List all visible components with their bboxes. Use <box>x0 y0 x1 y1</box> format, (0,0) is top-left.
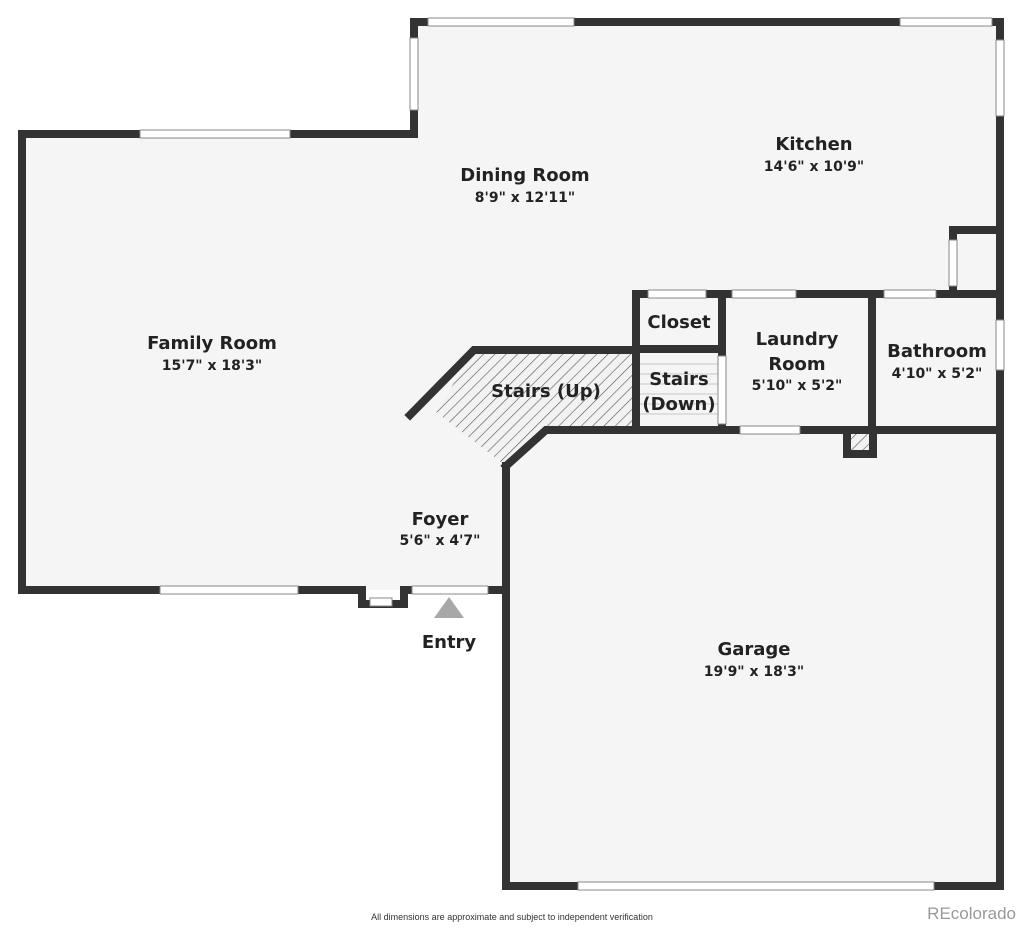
stairs-up-name: Stairs (Up) <box>491 381 601 402</box>
foyer-dim: 5'6" x 4'7" <box>400 533 481 549</box>
window-laundry-top <box>731 289 797 299</box>
window-kitchen-east <box>995 39 1005 117</box>
entry-label: Entry <box>422 632 477 653</box>
window-bath-top <box>883 289 937 299</box>
window-nook-west <box>948 239 958 287</box>
window-dining-north <box>139 129 291 139</box>
stairs-down-line2: (Down) <box>642 394 715 415</box>
garage-floor <box>506 430 1000 886</box>
window-family-south <box>159 585 299 595</box>
entry-door-opening <box>411 585 489 595</box>
family-room-name: Family Room <box>147 333 277 354</box>
laundry-name-line1: Laundry <box>756 329 839 350</box>
stairs-down-line1: Stairs <box>649 369 708 390</box>
window-bath-east <box>995 319 1005 371</box>
windows <box>139 17 1005 891</box>
foyer-name: Foyer <box>412 509 469 530</box>
dining-room-name: Dining Room <box>460 165 589 186</box>
garage-post <box>843 426 877 458</box>
kitchen-dim: 14'6" x 10'9" <box>764 159 864 175</box>
window-dining-west <box>409 37 419 111</box>
stairs-down-opening <box>717 355 727 425</box>
window-kitchen-north-left <box>427 17 575 27</box>
kitchen-name: Kitchen <box>775 134 852 155</box>
garage-name: Garage <box>717 639 790 660</box>
window-closet-top <box>647 289 707 299</box>
garage-dim: 19'9" x 18'3" <box>704 664 804 680</box>
main-floor-area <box>22 22 1000 590</box>
closet-name: Closet <box>647 312 711 333</box>
bathroom-dim: 4'10" x 5'2" <box>892 366 983 382</box>
laundry-name-line2: Room <box>768 354 825 375</box>
watermark-logo: REcolorado <box>927 904 1016 923</box>
garage-post-hatch <box>851 434 869 450</box>
stairs-wall <box>404 346 640 421</box>
family-room-dim: 15'7" x 18'3" <box>162 358 262 374</box>
laundry-dim: 5'10" x 5'2" <box>752 378 843 394</box>
disclaimer-text: All dimensions are approximate and subje… <box>371 912 653 922</box>
floor-areas <box>22 22 1000 886</box>
window-laundry-bottom <box>739 425 801 435</box>
garage-door-opening <box>577 881 935 891</box>
dining-room-dim: 8'9" x 12'11" <box>475 190 575 206</box>
bathroom-name: Bathroom <box>887 341 987 362</box>
entry-arrow-icon <box>434 597 464 618</box>
stairs-up-hatch <box>436 350 636 466</box>
window-entry-bump <box>369 597 393 607</box>
window-kitchen-north-right <box>899 17 993 27</box>
stairs-down-treads <box>640 363 718 415</box>
